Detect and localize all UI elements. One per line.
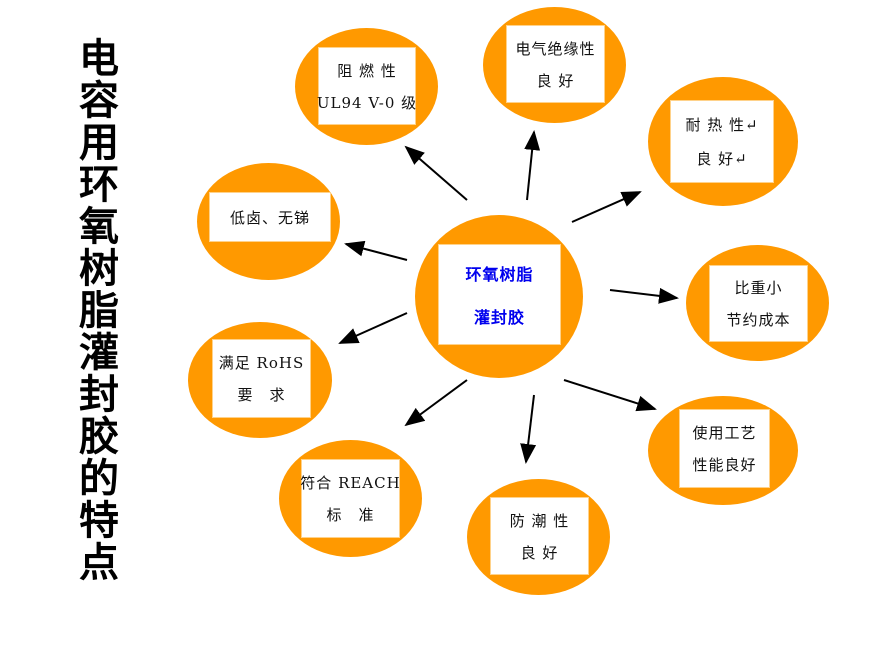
node-text: 阻 燃 性 xyxy=(337,61,397,80)
node-text: 良 好 xyxy=(520,543,559,562)
node-text: 比重小 xyxy=(734,279,783,298)
arrow-process xyxy=(563,379,657,412)
node-text: 节约成本 xyxy=(726,310,791,329)
box-flame: 阻 燃 性 UL94 V-0 级 xyxy=(316,47,418,125)
box-process: 使用工艺 性能良好 xyxy=(679,409,770,488)
box-moisture: 防 潮 性 良 好 xyxy=(490,497,589,575)
box-density: 比重小 节约成本 xyxy=(709,265,808,342)
node-text: 标 准 xyxy=(326,506,375,525)
arrow-rohs xyxy=(338,312,408,344)
box-insulation: 电气绝缘性 良 好 xyxy=(506,25,605,103)
node-text: 满足 RoHS xyxy=(218,353,305,372)
arrow-moisture xyxy=(520,394,537,464)
box-halogen: 低卤、无锑 xyxy=(209,192,331,242)
node-text: 性能良好 xyxy=(692,456,757,475)
arrow-insulation xyxy=(524,130,541,201)
node-text: UL94 V-0 级 xyxy=(316,93,418,112)
node-text: 符合 REACH xyxy=(300,473,401,492)
node-text: 良 好 xyxy=(536,71,575,90)
box-heat: 耐 热 性↵ 良 好↵ xyxy=(670,100,774,183)
center-line-1: 环氧树脂 xyxy=(465,264,534,284)
arrow-flame xyxy=(404,145,468,201)
node-text: 防 潮 性 xyxy=(509,511,570,530)
page-title: 电容用环氧树脂灌封胶的特点 xyxy=(79,36,119,586)
node-text: 要 求 xyxy=(237,386,286,405)
arrow-halogen xyxy=(344,240,408,261)
arrow-reach xyxy=(404,379,468,427)
node-text: 使用工艺 xyxy=(692,423,757,442)
center-box: 环氧树脂 灌封胶 xyxy=(438,244,561,345)
box-reach: 符合 REACH 标 准 xyxy=(300,459,401,538)
node-text: 电气绝缘性 xyxy=(515,39,596,58)
node-text: 低卤、无锑 xyxy=(229,208,310,227)
box-rohs: 满足 RoHS 要 求 xyxy=(212,339,311,418)
center-line-2: 灌封胶 xyxy=(473,308,525,328)
arrow-heat xyxy=(571,191,642,223)
node-text: 良 好↵ xyxy=(696,150,748,169)
arrow-density xyxy=(609,287,679,304)
node-text: 耐 热 性↵ xyxy=(685,115,759,134)
